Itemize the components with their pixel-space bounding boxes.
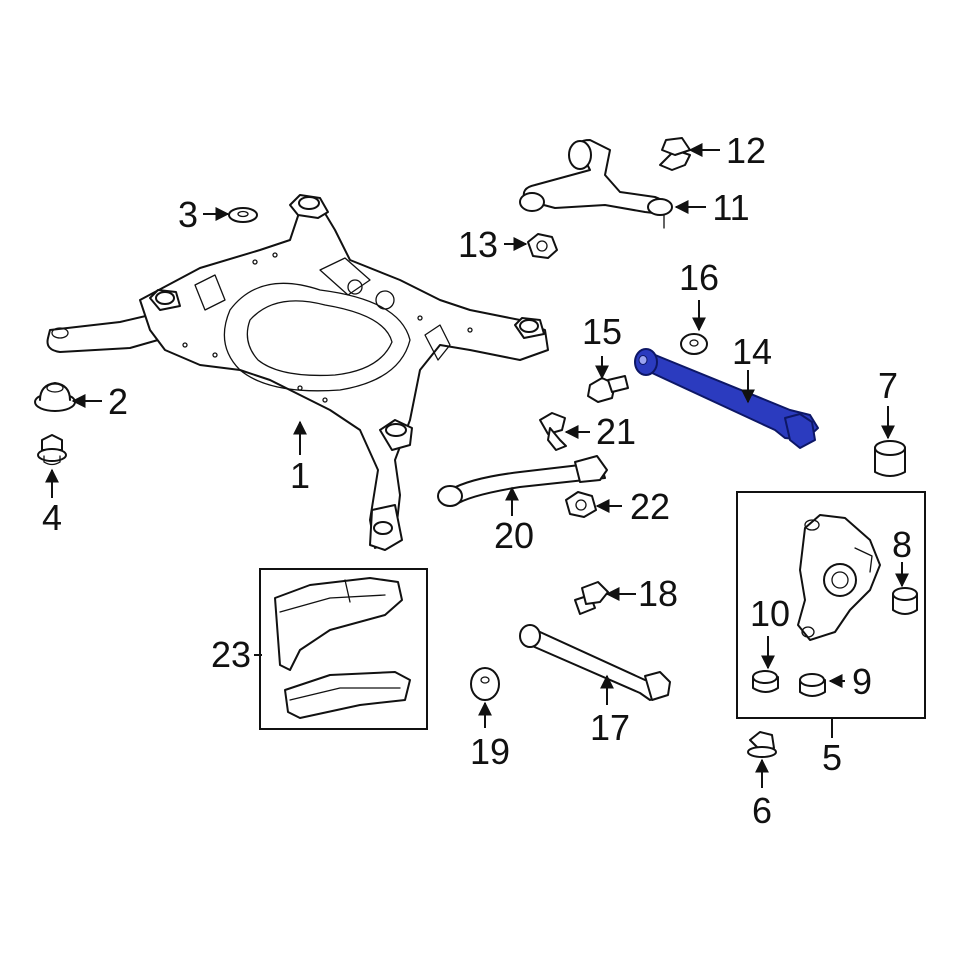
bushing-7[interactable] xyxy=(874,440,906,477)
callout-10[interactable]: 10 xyxy=(750,593,790,634)
callout-19[interactable]: 19 xyxy=(470,731,510,772)
washer-16[interactable] xyxy=(680,333,708,355)
callout-4[interactable]: 4 xyxy=(42,497,62,538)
knuckle[interactable] xyxy=(797,514,881,641)
bolt-18[interactable] xyxy=(574,581,609,615)
callout-1[interactable]: 1 xyxy=(290,455,310,496)
leader-lines xyxy=(45,143,909,788)
bushing-9[interactable] xyxy=(799,673,826,697)
callout-22[interactable]: 22 xyxy=(630,486,670,527)
callout-12[interactable]: 12 xyxy=(726,130,766,171)
insulator-lower[interactable] xyxy=(284,671,411,719)
nut-22[interactable] xyxy=(565,491,597,518)
insulator-upper[interactable] xyxy=(274,577,403,671)
callout-7[interactable]: 7 xyxy=(878,365,898,406)
bushing-8[interactable] xyxy=(892,587,918,615)
callout-20[interactable]: 20 xyxy=(494,515,534,556)
callout-5[interactable]: 5 xyxy=(822,737,842,778)
stabilizer-link[interactable] xyxy=(437,455,608,507)
callout-13[interactable]: 13 xyxy=(458,224,498,265)
flange-nut-6[interactable] xyxy=(747,731,777,758)
callout-23[interactable]: 23 xyxy=(211,634,251,675)
lower-link[interactable] xyxy=(519,624,671,701)
lateral-link-highlighted[interactable] xyxy=(634,348,819,449)
callout-8[interactable]: 8 xyxy=(892,524,912,565)
callout-2[interactable]: 2 xyxy=(108,381,128,422)
bushing-10[interactable] xyxy=(752,670,779,693)
upper-control-arm[interactable] xyxy=(519,139,673,229)
callout-15[interactable]: 15 xyxy=(582,311,622,352)
washer-19[interactable] xyxy=(470,667,500,701)
callout-labels: 1 2 3 4 5 6 7 8 9 10 11 12 13 14 15 16 1… xyxy=(42,130,912,831)
bolt-15[interactable] xyxy=(587,375,629,403)
callout-21[interactable]: 21 xyxy=(596,411,636,452)
callout-11[interactable]: 11 xyxy=(712,187,749,228)
callout-16[interactable]: 16 xyxy=(679,257,719,298)
washer-small[interactable] xyxy=(228,207,258,223)
bolt-12[interactable] xyxy=(659,137,691,171)
bolt-21[interactable] xyxy=(539,412,567,451)
callout-9[interactable]: 9 xyxy=(852,661,872,702)
crossmember-subframe[interactable] xyxy=(46,194,549,551)
callout-17[interactable]: 17 xyxy=(590,707,630,748)
callout-3[interactable]: 3 xyxy=(178,194,198,235)
mount-cushion[interactable] xyxy=(34,382,76,412)
callout-18[interactable]: 18 xyxy=(638,573,678,614)
callout-14[interactable]: 14 xyxy=(732,331,772,372)
nut-13[interactable] xyxy=(527,233,558,259)
flange-nut-left[interactable] xyxy=(37,434,67,466)
callout-6[interactable]: 6 xyxy=(752,790,772,831)
insulator-box xyxy=(259,568,428,730)
